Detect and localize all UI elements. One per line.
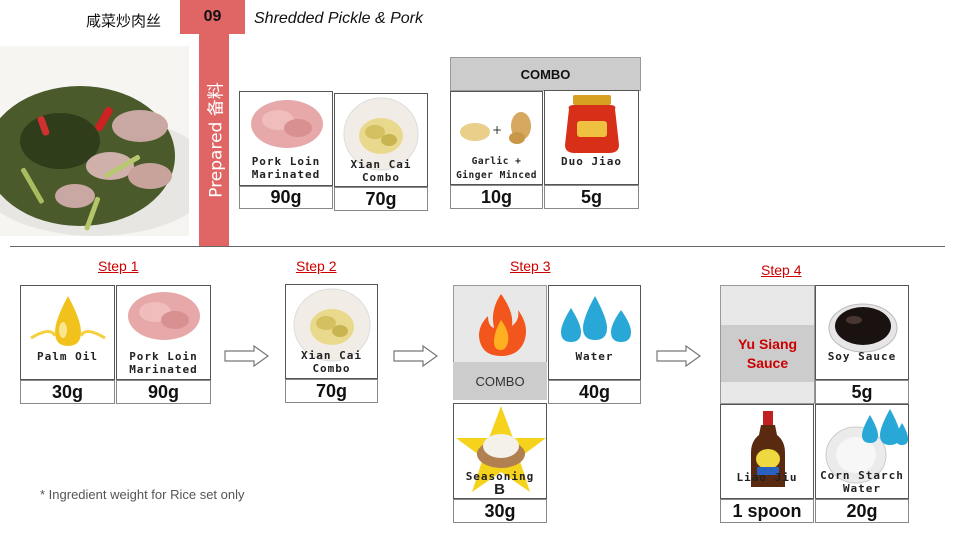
ingredient-card-pork-loin: Pork Loin Marinated — [239, 91, 333, 186]
step-4-title: Step 4 — [761, 262, 802, 278]
soy-sauce-dish-icon — [828, 303, 898, 353]
ingredient-card-xian-cai: Xian Cai Combo — [334, 93, 428, 187]
arrow-right-icon — [224, 345, 270, 367]
step-1-title: Step 1 — [98, 258, 139, 274]
arrow-right-icon — [393, 345, 439, 367]
section-divider — [10, 246, 945, 247]
ingredient-label: Pork Loin Marinated — [129, 350, 198, 376]
ingredient-label: Palm Oil — [37, 350, 98, 363]
ingredient-card-seasoning: Seasoning B — [453, 403, 547, 499]
ingredient-weight: 90g — [116, 380, 211, 404]
ingredient-weight: 10g — [450, 185, 543, 209]
combo-header: COMBO — [450, 57, 641, 91]
ingredient-card-soy-sauce: Soy Sauce — [815, 285, 909, 380]
prepared-label: Prepared 备料 — [206, 82, 227, 198]
pickle-bowl-icon — [343, 97, 419, 171]
ingredient-weight: 1 spoon — [720, 499, 814, 523]
ingredient-label: Corn Starch Water — [820, 469, 904, 495]
fire-icon — [454, 286, 546, 363]
ingredient-label: Xian Cai Combo — [301, 349, 362, 375]
dish-photo — [0, 46, 189, 236]
wine-bottle-icon — [751, 411, 785, 487]
ingredient-weight: 5g — [815, 380, 909, 404]
seasoning-star-icon — [456, 406, 546, 492]
minced-pork-icon — [251, 100, 323, 148]
ingredient-card-pork-loin: Pork Loin Marinated — [116, 285, 211, 380]
ingredient-label: Duo Jiao — [561, 155, 622, 168]
pickle-bowl-icon — [293, 288, 371, 362]
ingredient-weight: 30g — [20, 380, 115, 404]
dish-title-english: Shredded Pickle & Pork — [254, 10, 423, 27]
ingredient-label: Liao Jiu — [736, 471, 798, 484]
ingredient-label: Pork Loin Marinated — [251, 155, 321, 181]
ingredient-weight: 40g — [548, 380, 641, 404]
combo-label: COMBO — [453, 362, 547, 400]
ingredient-label: Garlic + Ginger Minced — [456, 156, 537, 181]
ingredient-weight: 30g — [453, 499, 547, 523]
ingredient-card-palm-oil: Palm Oil — [20, 285, 115, 380]
ingredient-weight: 70g — [334, 187, 428, 211]
minced-pork-icon — [128, 292, 200, 340]
ingredient-weight: 90g — [239, 186, 333, 209]
step-3-title: Step 3 — [510, 258, 551, 274]
ingredient-card-duo-jiao: Duo Jiao — [544, 90, 639, 185]
chili-jar-icon — [565, 95, 619, 153]
ingredient-card-water: Water — [548, 285, 641, 380]
footnote: * Ingredient weight for Rice set only — [40, 487, 245, 502]
ingredient-weight: 5g — [544, 185, 639, 209]
ingredient-card-liao-jiu: Liao Jiu — [720, 404, 814, 499]
arrow-right-icon — [656, 345, 702, 367]
dish-title-chinese: 咸菜炒肉丝 — [86, 12, 162, 30]
ingredient-weight: 70g — [285, 379, 378, 403]
ingredient-card-corn-starch-water: Corn Starch Water — [815, 404, 909, 499]
garlic-ginger-icon: + — [460, 112, 531, 144]
ingredient-card-xian-cai: Xian Cai Combo — [285, 284, 378, 379]
yu-siang-sauce-label: Yu Siang Sauce — [721, 325, 814, 382]
seasoning-badge: B — [494, 481, 506, 498]
ingredient-label: Seasoning — [465, 470, 535, 483]
corn-starch-water-icon — [825, 409, 908, 484]
recipe-number-badge: 09 — [180, 0, 245, 34]
ingredient-label: Water — [575, 350, 614, 363]
prepared-band: Prepared 备料 — [199, 34, 229, 246]
ingredient-card-garlic-ginger: + Garlic + Ginger Minced — [450, 91, 543, 185]
ingredient-label: Soy Sauce — [827, 350, 897, 363]
ingredient-weight: 20g — [815, 499, 909, 523]
svg-text:+: + — [492, 123, 502, 137]
ingredient-label: Xian Cai Combo — [350, 158, 412, 184]
oil-drop-icon — [30, 296, 106, 346]
step-2-title: Step 2 — [296, 258, 337, 274]
water-drops-icon — [561, 296, 631, 342]
